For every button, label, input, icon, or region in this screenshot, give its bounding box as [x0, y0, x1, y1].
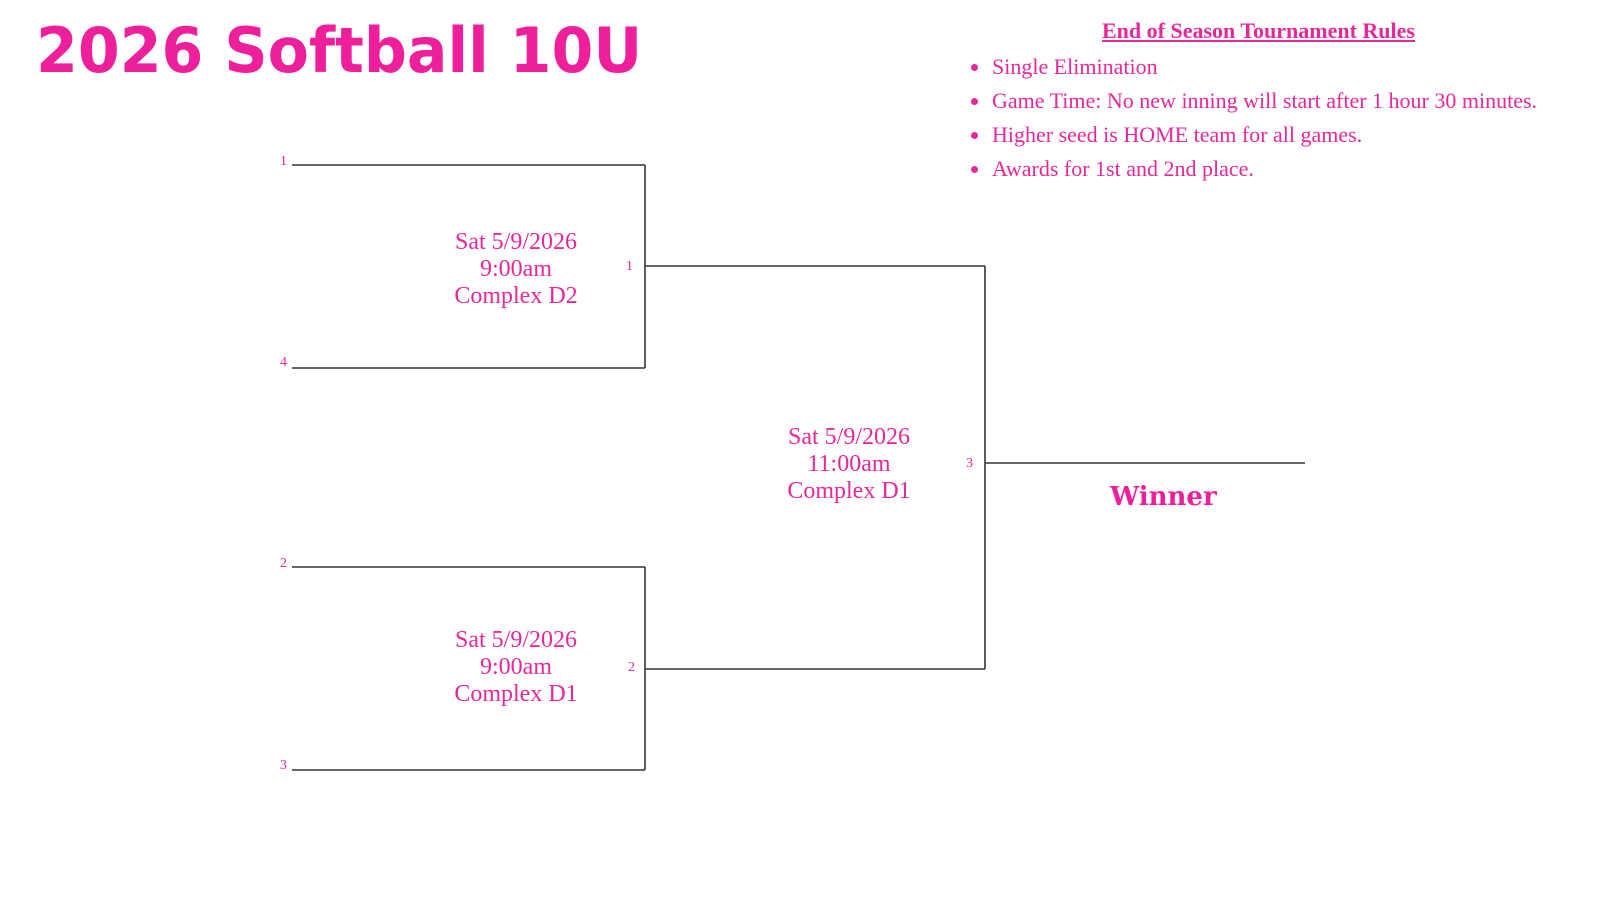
game-date: Sat 5/9/2026: [454, 627, 577, 653]
game-time: 9:00am: [480, 256, 552, 282]
bullet-icon: [971, 132, 978, 139]
page-title: 2026 Softball 10U: [36, 14, 643, 87]
bullet-icon: [971, 98, 978, 105]
winner-label: Winner: [1110, 482, 1217, 512]
rules-heading: End of Season Tournament Rules: [1102, 18, 1415, 43]
game-date: Sat 5/9/2026: [454, 229, 577, 255]
game-field: Complex D1: [787, 478, 911, 504]
rule-text: Single Elimination: [992, 54, 1158, 79]
rule-text: Game Time: No new inning will start afte…: [992, 88, 1538, 113]
rule-text: Higher seed is HOME team for all games.: [992, 122, 1363, 147]
rule-text: Awards for 1st and 2nd place.: [992, 156, 1254, 181]
game-field: Complex D1: [454, 681, 578, 707]
seed-number: 3: [280, 758, 287, 773]
game2-info: Sat 5/9/2026 9:00am Complex D1: [406, 627, 626, 708]
game-time: 9:00am: [480, 654, 552, 680]
game1-info: Sat 5/9/2026 9:00am Complex D2: [406, 229, 626, 310]
seed-number: 4: [280, 355, 287, 370]
rules-list: Single Elimination Game Time: No new inn…: [960, 52, 1537, 188]
game-time: 11:00am: [807, 451, 891, 477]
game-number: 1: [626, 259, 633, 274]
seed-number: 1: [280, 154, 287, 169]
rule-item: Awards for 1st and 2nd place.: [960, 154, 1537, 188]
game-field: Complex D2: [454, 283, 578, 309]
rule-item: Game Time: No new inning will start afte…: [960, 86, 1537, 120]
rule-item: Higher seed is HOME team for all games.: [960, 120, 1537, 154]
seed-number: 2: [280, 556, 287, 571]
rule-item: Single Elimination: [960, 52, 1537, 86]
game-number: 3: [966, 456, 973, 471]
game-number: 2: [628, 660, 635, 675]
bullet-icon: [971, 64, 978, 71]
final-game-info: Sat 5/9/2026 11:00am Complex D1: [739, 424, 959, 505]
bullet-icon: [971, 166, 978, 173]
game-date: Sat 5/9/2026: [787, 424, 910, 450]
